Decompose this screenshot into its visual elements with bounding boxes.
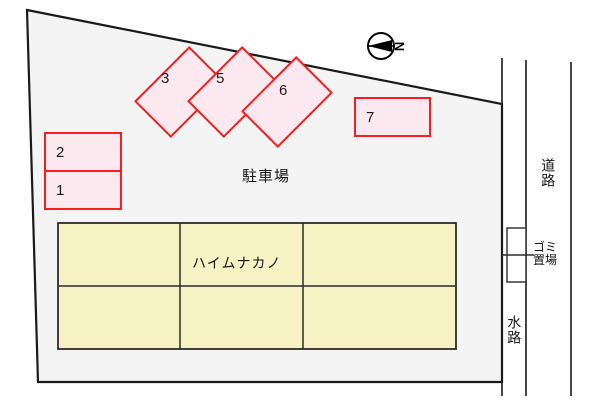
garbage-area-label: ゴミ置場 [533, 240, 558, 267]
road-label: 道路 [540, 158, 557, 188]
parking-stall-5-label: 5 [216, 70, 225, 87]
parking-stall-2-label: 2 [56, 144, 65, 161]
parking-stall-1-shape[interactable] [44, 170, 122, 210]
parking-stall-7-label: 7 [366, 109, 375, 126]
parking-lot-label: 駐車場 [242, 168, 291, 185]
parking-stall-1-label: 1 [56, 182, 65, 199]
parking-stall-3-label: 3 [161, 70, 170, 87]
waterway-label: 水路 [506, 315, 523, 345]
building-name-label: ハイムナカノ [192, 255, 282, 271]
parking-stall-6-label: 6 [279, 82, 288, 99]
north-arrow-icon [367, 32, 395, 60]
parking-stall-group-1-2 [44, 132, 122, 210]
parking-stall-7-shape[interactable] [354, 97, 431, 137]
north-arrow-label: N [392, 41, 408, 52]
parking-stall-6-shape[interactable] [241, 56, 333, 148]
building-block [57, 222, 457, 350]
